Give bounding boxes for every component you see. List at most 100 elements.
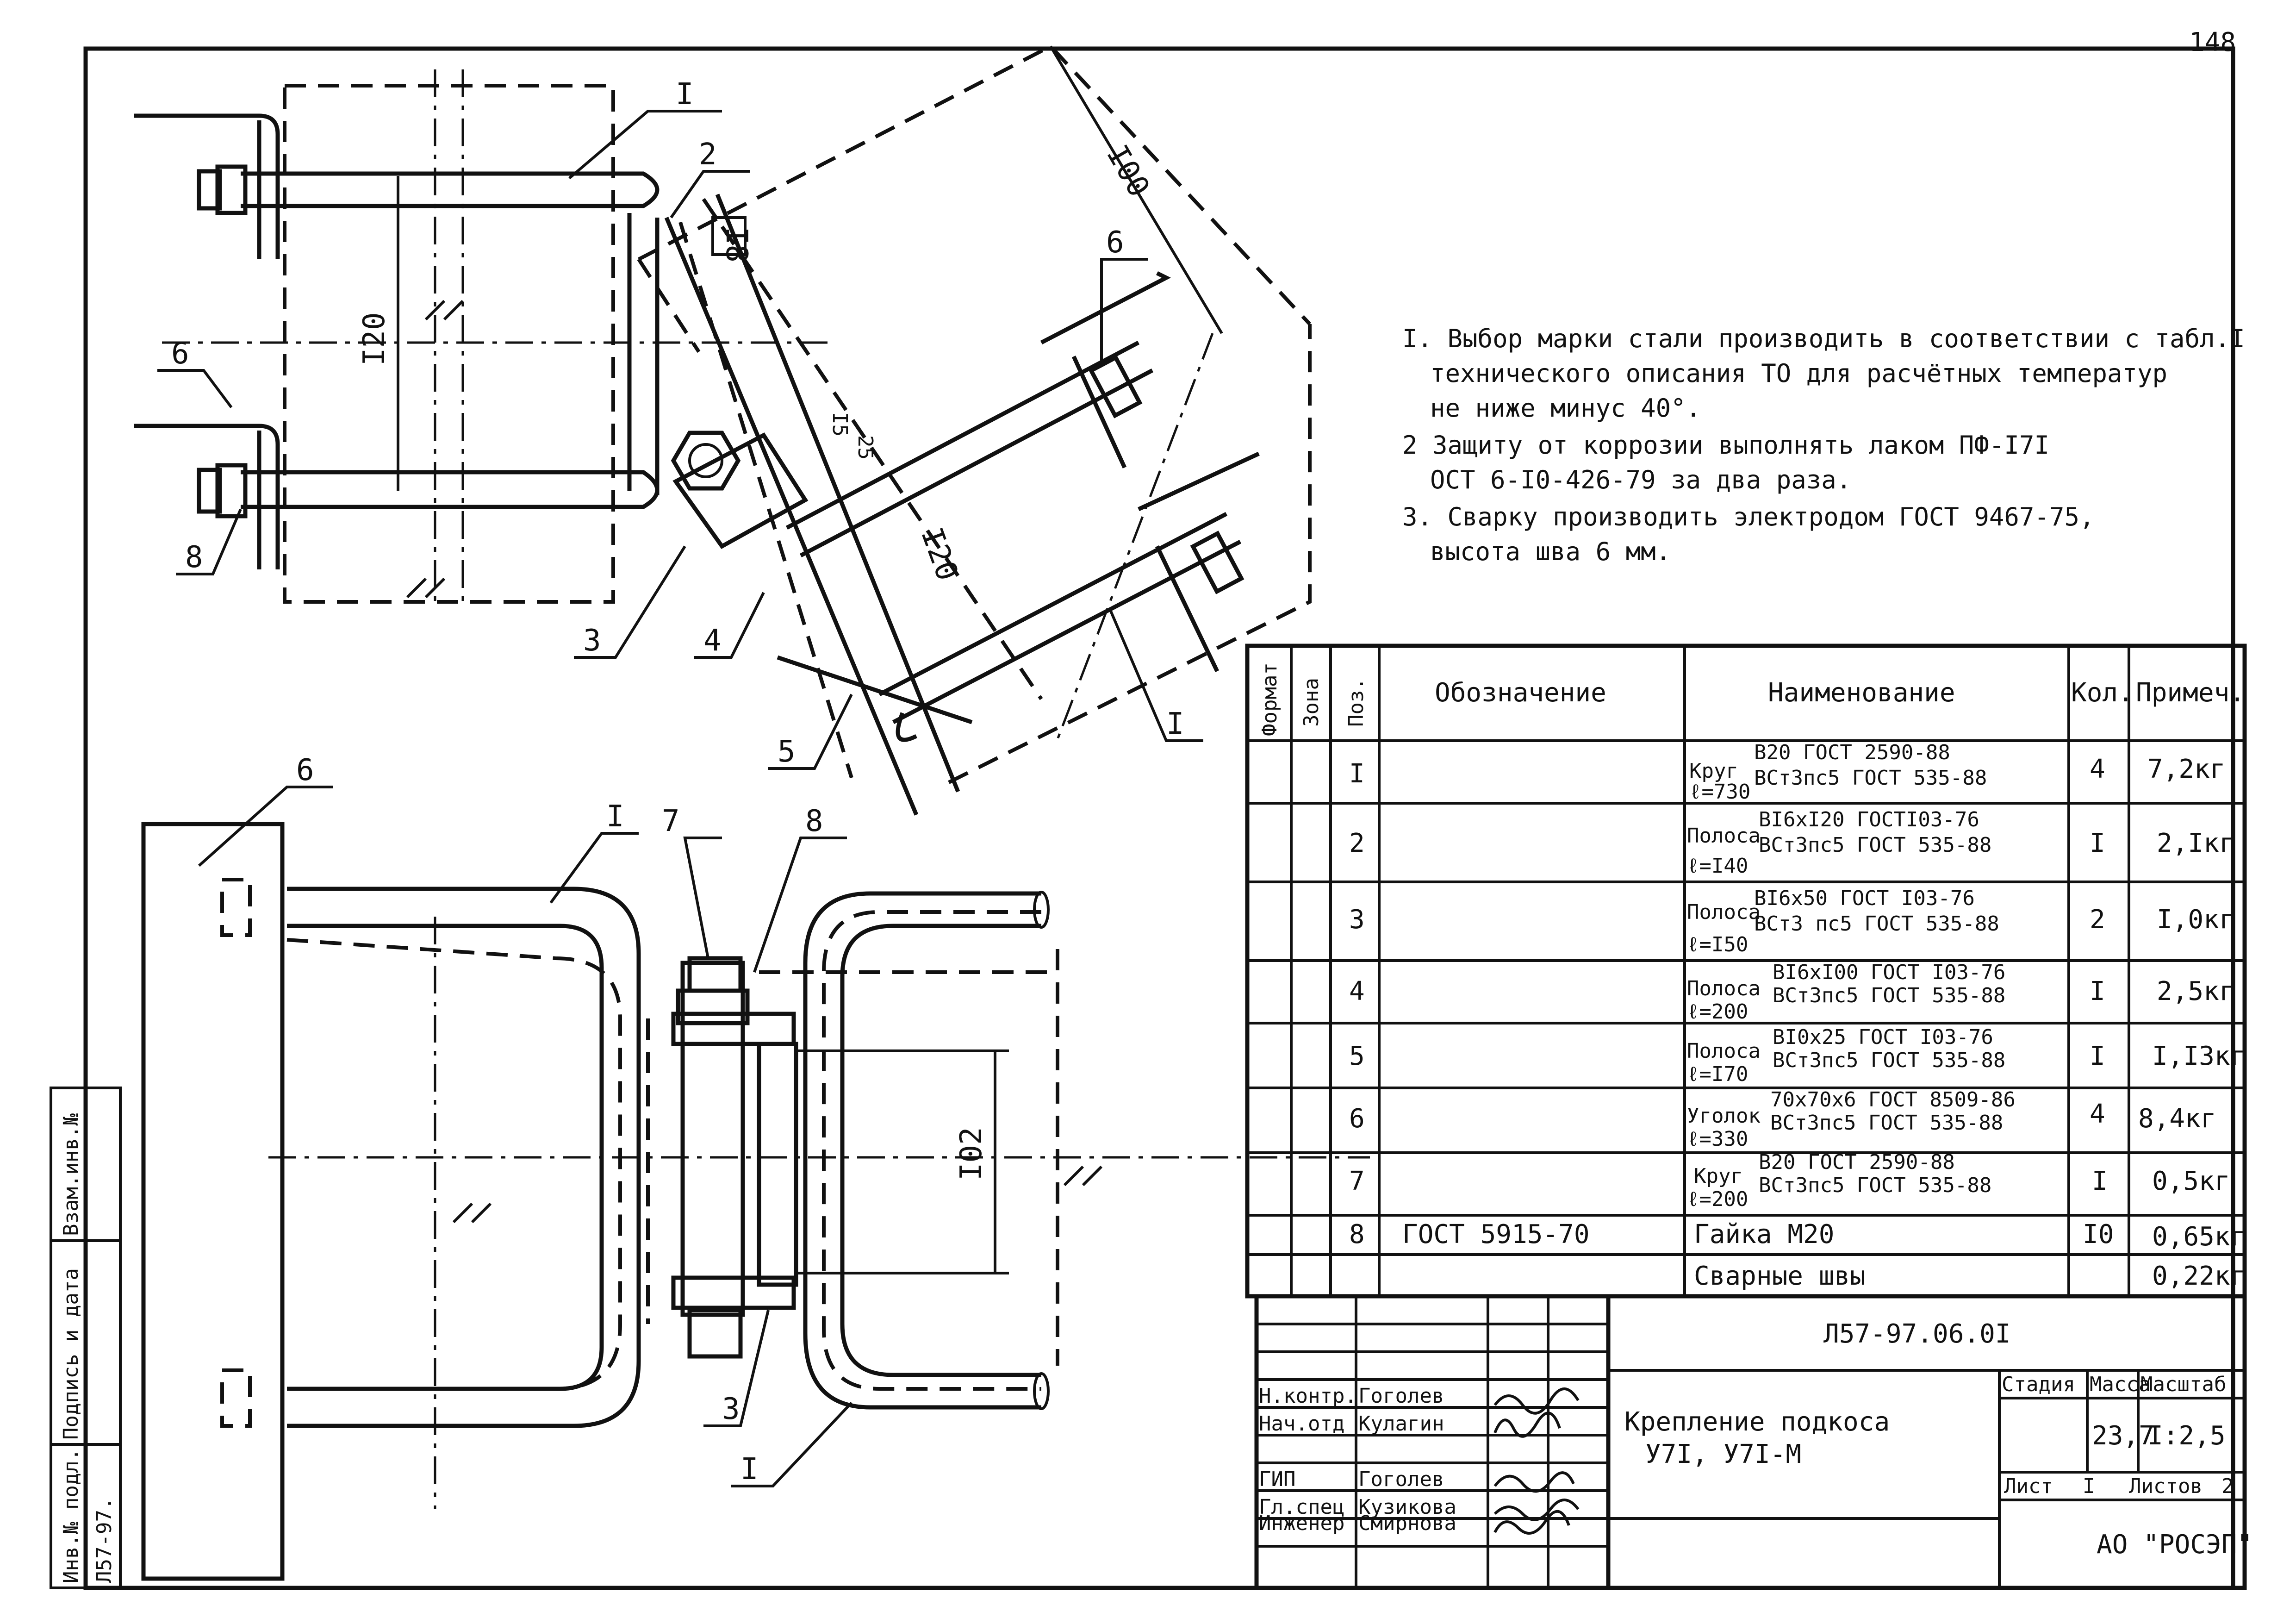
hdr-zone: Зона [1300,678,1323,727]
spec-table: Формат Зона Поз. Обозначение Наименовани… [1245,643,2247,1299]
outer-frame [83,46,2235,1590]
table-row: 7 Круг ℓ=200 В20 ГОСТ 2590-88 ВСт3пс5 ГО… [1349,1150,2230,1211]
row4-len: ℓ=200 [1687,1000,1748,1024]
name-2: Кулагин [1358,1412,1444,1436]
callout-top-4: 4 [703,624,722,658]
row3-std1: BI6x50 ГОСТ I03-76 [1754,887,1975,910]
hex-nut-top [671,431,741,491]
row2-len: ℓ=I40 [1687,854,1748,878]
row7-len: ℓ=200 [1687,1187,1748,1211]
row6-note: 8,4кг [2138,1104,2216,1134]
row3-name: Полоса [1687,900,1761,924]
note-line-4: 2 Защиту от коррозии выполнять лаком ПФ-… [1402,431,2049,460]
row4-note: 2,5кг [2157,976,2235,1006]
signature-4 [1493,1471,1575,1493]
stamp-inv-orig: Инв.№ подл. [59,1449,83,1583]
note-line-6: 3. Сварку производить электродом ГОСТ 94… [1402,502,2095,531]
row5-std1: BI0x25 ГОСТ I03-76 [1773,1025,1993,1049]
name-5: Кузикова [1358,1495,1456,1519]
role-6: Инженер [1259,1512,1344,1535]
row3-std2: ВСт3 пс5 ГОСТ 535-88 [1754,912,1999,936]
top-view-drawing: I20 I 2 6 8 [134,69,833,604]
row2-std1: BI6xI20 ГОСТI03-76 [1759,808,1979,831]
table-row: 3 Полоса ℓ=I50 BI6x50 ГОСТ I03-76 ВСт3 п… [1349,887,2235,956]
row8-note: 0,65кг [2152,1222,2246,1252]
sheet-value: I [2083,1474,2095,1498]
table-row: 2 Полоса ℓ=I40 BI6xI20 ГОСТI03-76 ВСт3пс… [1349,808,2235,878]
row3-qty: 2 [2090,905,2105,935]
row7-name: Круг [1694,1164,1743,1188]
row7-std1: В20 ГОСТ 2590-88 [1759,1150,1955,1174]
table-row: Сварные швы 0,22кг [1694,1261,2246,1291]
row7-qty: I [2092,1166,2108,1196]
row4-std2: ВСт3пс5 ГОСТ 535-88 [1773,984,2005,1007]
doc-code: Л57-97.06.0I [1823,1319,2011,1349]
callout-top-1b: I [1166,707,1184,741]
scale-value: I:2,5 [2147,1421,2226,1451]
table-row: 6 Уголок ℓ=330 70x70x6 ГОСТ 8509-86 ВСт3… [1349,1088,2216,1151]
name-6: Смирнова [1358,1512,1456,1535]
row1-name: Круг [1689,759,1738,783]
row5-len: ℓ=I70 [1687,1062,1748,1086]
row2-note: 2,Iкг [2157,828,2235,858]
row6-std1: 70x70x6 ГОСТ 8509-86 [1770,1088,2016,1112]
callout-top-8: 8 [185,540,203,575]
row5-name: Полоса [1687,1039,1761,1063]
row4-name: Полоса [1687,977,1761,1000]
callout-bot-6: 6 [296,753,314,787]
signature-6 [1493,1510,1570,1535]
row2-qty: I [2090,828,2105,858]
note-line-2: технического описания ТО для расчётных т… [1430,359,2167,388]
side-stamp: Взам.инв.№ Подпись и дата Инв.№ подл. Л5… [50,1087,122,1589]
callout-bot-3: 3 [722,1392,740,1426]
sheet-label: Лист [2004,1474,2053,1498]
callout-top-5: 5 [778,735,796,769]
row7-note: 0,5кг [2152,1166,2230,1196]
signature-1 [1493,1387,1580,1415]
signature-2 [1493,1412,1561,1438]
stamp-sign-date: Подпись и дата [59,1268,83,1440]
name-1: Гоголев [1358,1384,1444,1408]
row1-std2: ВСт3пс5 ГОСТ 535-88 [1754,766,1987,790]
signature-5 [1493,1499,1580,1521]
row8-pos: 8 [1349,1219,1365,1249]
title-line-1: Крепление подкоса [1624,1407,1890,1437]
table-row: 8 ГОСТ 5915-70 Гайка М20 I0 0,65кг [1349,1219,2246,1252]
table-row: 5 Полоса ℓ=I70 BI0x25 ГОСТ I03-76 ВСт3пс… [1349,1025,2246,1086]
row3-note: I,0кг [2157,905,2235,935]
row6-std2: ВСт3пс5 ГОСТ 535-88 [1770,1111,2003,1135]
row6-name: Уголок [1687,1104,1761,1128]
dim-120-diag: I20 [914,523,964,585]
stamp-inv-replace: Взам.инв.№ [59,1113,83,1236]
table-row: I Круг ℓ=730 В20 ГОСТ 2590-88 ВСт3пс5 ГО… [1349,741,2226,804]
callout-top-3: 3 [583,624,601,658]
row5-note: I,I3кг [2152,1041,2246,1071]
callout-bot-8: 8 [805,804,823,838]
title-line-2: У7I, У7I-М [1645,1439,1801,1469]
row4-std1: BI6xI00 ГОСТ I03-76 [1773,961,2005,984]
sheets-value: 2 [2221,1474,2234,1498]
row5-qty: I [2090,1041,2105,1071]
row4-pos: 4 [1349,976,1365,1006]
callout-top-6a: 6 [171,337,189,371]
dim-102: I02 [954,1127,989,1181]
row2-name: Полоса [1687,824,1761,848]
row2-pos: 2 [1349,828,1365,858]
page-number: 148 [2189,27,2236,57]
mass-label: Масса [2090,1373,2151,1396]
row6-pos: 6 [1349,1104,1365,1134]
row7-pos: 7 [1349,1166,1365,1196]
row8-qty: I0 [2083,1219,2114,1249]
dim-18: I8 [719,227,753,262]
hdr-note: Примеч. [2136,678,2245,708]
note-line-7: высота шва 6 мм. [1430,537,1671,566]
stage-label: Стадия [2002,1373,2075,1396]
row1-qty: 4 [2090,754,2105,784]
role-1: Н.контр. [1259,1384,1357,1408]
row3-pos: 3 [1349,905,1365,935]
callout-bot-1a: I [606,800,624,834]
row3-len: ℓ=I50 [1687,933,1748,956]
row5-pos: 5 [1349,1041,1365,1071]
role-4: ГИП [1259,1468,1295,1491]
